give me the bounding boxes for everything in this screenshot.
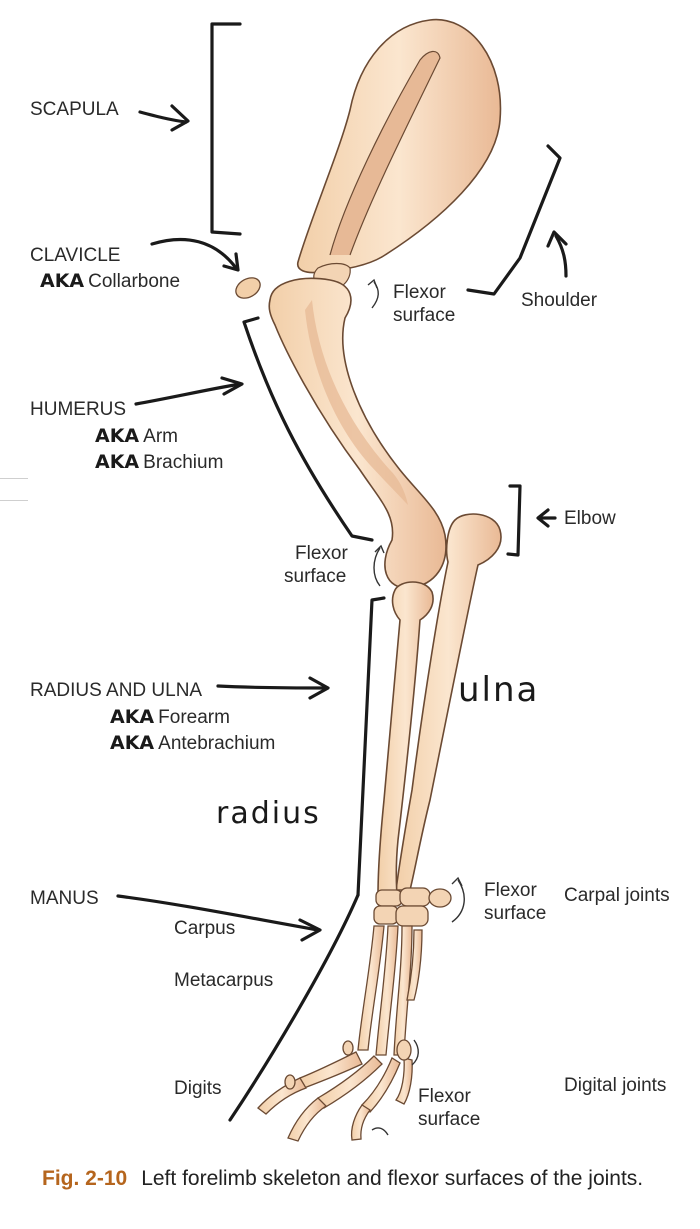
label-forearm: Forearm [158, 707, 230, 728]
figure-number: Fig. 2-10 [42, 1167, 128, 1190]
clavicle-bone [235, 277, 261, 299]
label-digital-joints: Digital joints [564, 1075, 667, 1096]
surface-text: surface [393, 304, 456, 326]
label-antebrachium: Antebrachium [158, 733, 276, 754]
flexor-surface-shoulder: Flexor surface [393, 282, 455, 328]
handwritten-aka: AKA [95, 425, 140, 447]
scapula-bone [296, 18, 502, 274]
caption-text: Left forelimb skeleton and flexor surfac… [141, 1167, 644, 1190]
handwritten-ulna: ulna [458, 670, 540, 710]
label-manus: MANUS [30, 888, 99, 909]
label-arm: Arm [143, 426, 178, 447]
flexor-text: Flexor [484, 880, 537, 901]
surface-text: surface [284, 565, 347, 587]
scapula-spine [329, 50, 441, 256]
digit-bones [257, 1039, 413, 1142]
page-edge-mark [0, 478, 28, 479]
joint-arrows [367, 278, 465, 1136]
page-edge-mark [0, 500, 28, 501]
flexor-text: Flexor [295, 543, 348, 564]
handwritten-aka: AKA [95, 451, 140, 473]
label-scapula: SCAPULA [30, 99, 119, 120]
label-carpal-joints: Carpal joints [564, 885, 670, 906]
flexor-surface-carpal: Flexor surface [484, 880, 546, 926]
radius-bone [377, 581, 434, 896]
handwritten-radius: radius [216, 796, 321, 831]
label-elbow: Elbow [564, 508, 616, 529]
ulna-bone [395, 513, 502, 891]
surface-text: surface [418, 1108, 481, 1130]
handwritten-aka: AKA [110, 732, 155, 754]
label-shoulder: Shoulder [521, 290, 598, 311]
label-collarbone: Collarbone [88, 271, 181, 292]
carpal-bones [373, 887, 452, 927]
label-metacarpus: Metacarpus [174, 970, 274, 991]
handwritten-aka: AKA [40, 270, 85, 292]
flexor-surface-elbow: Flexor surface [284, 543, 348, 589]
handwritten-aka: AKA [110, 706, 155, 728]
label-radius-and-ulna: RADIUS AND ULNA [30, 680, 203, 701]
label-humerus: HUMERUS [30, 399, 127, 420]
label-carpus: Carpus [174, 918, 236, 939]
metacarpal-bones [357, 925, 423, 1056]
label-brachium: Brachium [143, 452, 224, 473]
label-clavicle: CLAVICLE [30, 245, 121, 266]
flexor-surface-digital: Flexor surface [418, 1086, 480, 1132]
surface-text: surface [484, 902, 547, 924]
figure-caption: Fig. 2-10 Left forelimb skeleton and flex… [42, 1166, 682, 1192]
flexor-text: Flexor [393, 282, 446, 303]
label-digits: Digits [174, 1078, 222, 1099]
hand-annotations [116, 22, 568, 1122]
flexor-text: Flexor [418, 1086, 471, 1107]
